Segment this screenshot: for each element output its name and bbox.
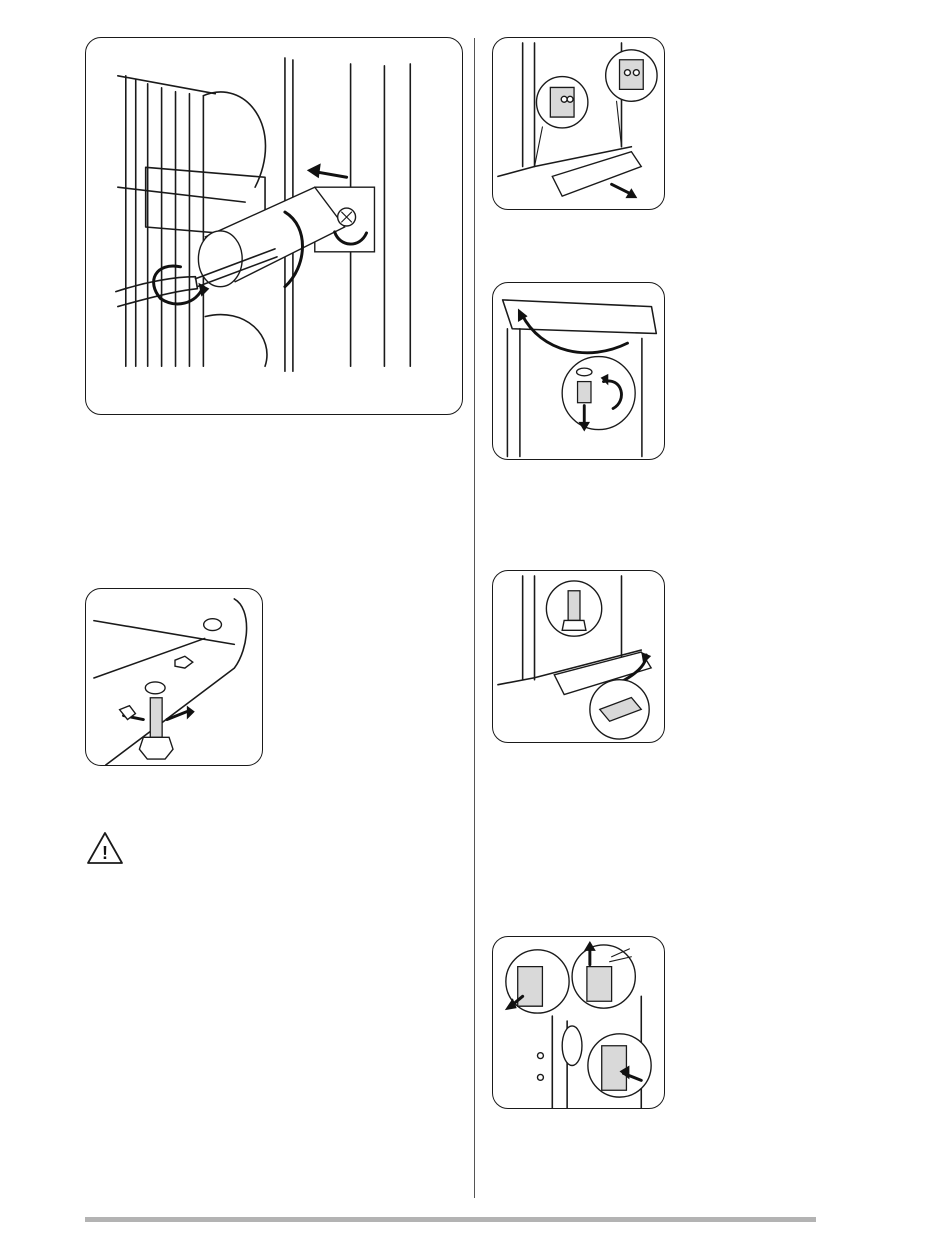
washer-icon	[577, 368, 592, 376]
bottom-brackets-illustration	[493, 38, 664, 209]
top-pin-illustration	[493, 283, 664, 459]
figure-handle-screws	[492, 936, 665, 1109]
foot-bolt-illustration	[86, 589, 262, 765]
handle-body	[562, 1026, 582, 1066]
washer-icon	[145, 682, 165, 694]
screw-icon-2	[537, 1074, 543, 1080]
bottom-cover	[552, 152, 641, 196]
pin-icon	[578, 382, 591, 403]
screw-icon	[537, 1053, 543, 1059]
column-divider	[474, 38, 475, 1198]
screwdriver-tube-illustration	[86, 38, 462, 414]
warning-triangle-icon: !	[85, 830, 125, 866]
bottom-pin-cover-illustration	[493, 571, 664, 742]
footer-rule	[85, 1217, 816, 1222]
rotation-arrow-icon	[522, 314, 628, 352]
warning-glyph: !	[102, 843, 108, 863]
hex-bolt-icon	[150, 698, 162, 738]
figure-foot-bolt	[85, 588, 263, 766]
figure-screwdriver-tube	[85, 37, 463, 415]
pin-icon	[568, 591, 580, 621]
hex-nut-icon	[175, 656, 193, 668]
figure-bottom-pin-cover	[492, 570, 665, 743]
figure-top-pin	[492, 282, 665, 460]
pin-magnifier	[562, 357, 635, 430]
pull-arrow-icon	[612, 184, 632, 194]
handle-screws-illustration	[493, 937, 664, 1108]
figure-bottom-brackets	[492, 37, 665, 210]
